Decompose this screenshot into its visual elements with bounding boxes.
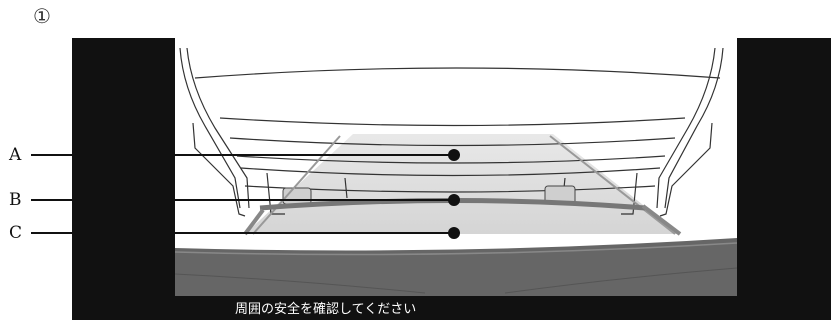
callout-c-label: C: [9, 223, 23, 243]
camera-view: [175, 38, 737, 296]
warning-caption-bar: 周囲の安全を確認してください: [72, 296, 831, 320]
callout-a: A: [9, 145, 469, 165]
callout-a-point: [448, 149, 460, 161]
callout-c: C: [9, 223, 469, 243]
callout-a-leader-line: [31, 154, 456, 156]
rear-camera-scene: [175, 47, 737, 296]
callout-c-point: [448, 227, 460, 239]
callout-b-leader-line: [31, 199, 456, 201]
callout-b-label: B: [9, 190, 22, 210]
rear-camera-display: 周囲の安全を確認してください: [72, 38, 831, 320]
guide-line-left: [252, 135, 341, 235]
figure-number-marker: ①: [33, 4, 51, 28]
safety-warning-text: 周囲の安全を確認してください: [235, 302, 417, 317]
callout-c-leader-line: [31, 232, 456, 234]
callout-b-point: [448, 194, 460, 206]
callout-b: B: [9, 190, 469, 210]
callout-a-label: A: [9, 145, 22, 165]
ground: [175, 238, 737, 296]
guide-area: [245, 134, 680, 234]
guide-line-right: [549, 135, 676, 235]
